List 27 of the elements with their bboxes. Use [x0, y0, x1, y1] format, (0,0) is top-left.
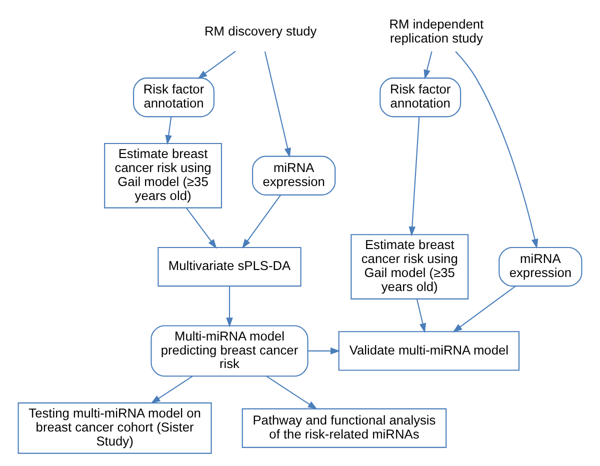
arrow: [452, 286, 516, 332]
arrow: [416, 299, 426, 333]
arrow: [455, 51, 538, 249]
arrow: [242, 194, 281, 249]
node-box: Risk factor annotation: [133, 78, 214, 118]
node-box: Testing multi-miRNA model on breast cancer cohort (Sister Study): [18, 402, 212, 454]
node-box: Estimate breast cancer risk using Gail model (≥35 years old): [350, 234, 469, 300]
arrow: [408, 116, 420, 236]
node-box: Multivariate sPLS-DA: [158, 246, 302, 287]
node-box: Estimate breast cancer risk using Gail model (≥35 years old): [104, 142, 222, 208]
node-box: Validate multi-miRNA model: [338, 331, 520, 371]
arrow: [198, 50, 236, 79]
arrow: [308, 348, 340, 354]
arrow: [186, 208, 217, 249]
arrow: [165, 116, 172, 145]
node-box: Multi-miRNA model predicting breast cancer risk: [150, 325, 308, 377]
arrow: [266, 376, 318, 410]
node-text: RM discovery study: [204, 23, 317, 38]
node-box: miRNA expression: [252, 156, 336, 196]
arrow: [264, 51, 291, 158]
node-box: miRNA expression: [498, 246, 582, 287]
node-text: RM independent replication study: [389, 16, 484, 46]
node-box: Pathway and functional analysis of the risk-related miRNAs: [242, 408, 447, 448]
node-box: Risk factor annotation: [380, 78, 462, 118]
arrow: [226, 286, 233, 328]
arrow: [150, 376, 193, 404]
arrow: [424, 51, 432, 80]
